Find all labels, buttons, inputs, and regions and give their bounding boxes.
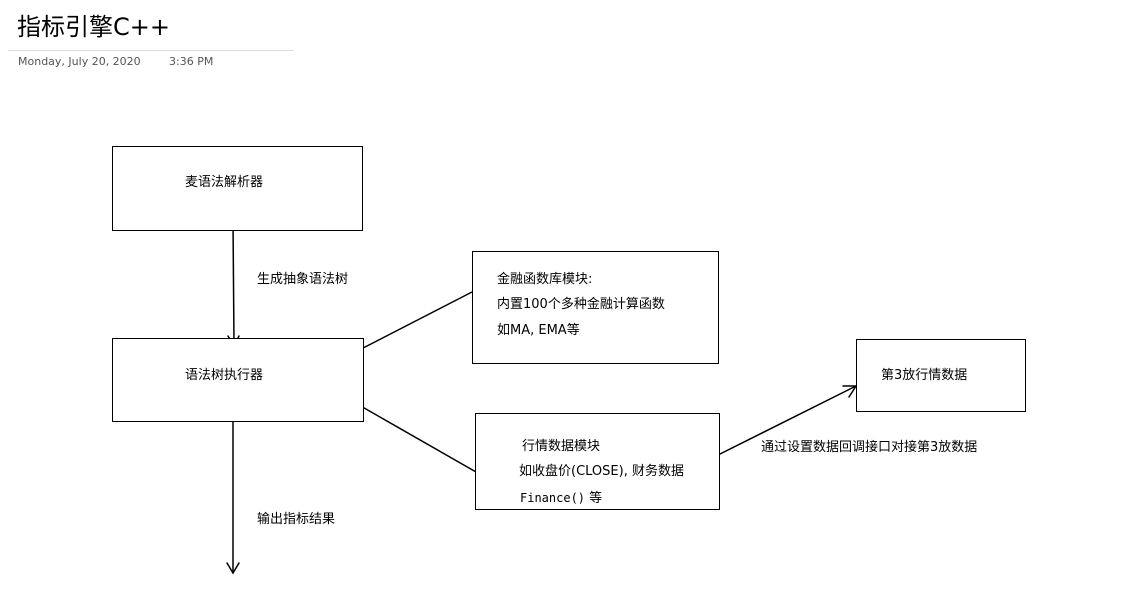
market-data-example: Finance() 等 xyxy=(520,489,602,508)
executor-box[interactable]: 语法树执行器 xyxy=(112,338,364,422)
market-data-desc: 如收盘价(CLOSE), 财务数据 xyxy=(519,464,684,479)
parser-label: 麦语法解析器 xyxy=(185,175,264,190)
title-divider xyxy=(8,50,294,51)
market-data-title: 行情数据模块 xyxy=(522,439,601,454)
executor-label: 语法树执行器 xyxy=(185,368,264,383)
finance-library-example: 如MA, EMA等 xyxy=(497,323,580,338)
page-date: Monday, July 20, 2020 xyxy=(18,55,141,68)
market-data-box[interactable]: 行情数据模块 如收盘价(CLOSE), 财务数据 Finance() 等 xyxy=(475,413,720,510)
arrowhead-executor-output xyxy=(226,562,240,575)
market-data-suffix: 等 xyxy=(585,491,603,506)
finance-code: Finance() xyxy=(520,491,586,505)
parser-box[interactable]: 麦语法解析器 xyxy=(112,146,363,231)
third-party-data-label: 第3放行情数据 xyxy=(881,368,968,383)
finance-library-desc: 内置100个多种金融计算函数 xyxy=(497,297,665,312)
finance-library-box[interactable]: 金融函数库模块: 内置100个多种金融计算函数 如MA, EMA等 xyxy=(472,251,719,364)
finance-library-title: 金融函数库模块: xyxy=(497,272,593,287)
arrow-market-to-third-party xyxy=(711,385,857,459)
third-party-data-box[interactable]: 第3放行情数据 xyxy=(856,339,1026,412)
edge-label-ast: 生成抽象语法树 xyxy=(257,272,349,287)
edge-label-output: 输出指标结果 xyxy=(257,512,336,527)
edge-label-callback: 通过设置数据回调接口对接第3放数据 xyxy=(761,440,978,455)
page-time: 3:36 PM xyxy=(169,55,214,68)
page-title[interactable]: 指标引擎C++ xyxy=(17,13,170,41)
arrow-parser-to-executor xyxy=(232,219,235,346)
